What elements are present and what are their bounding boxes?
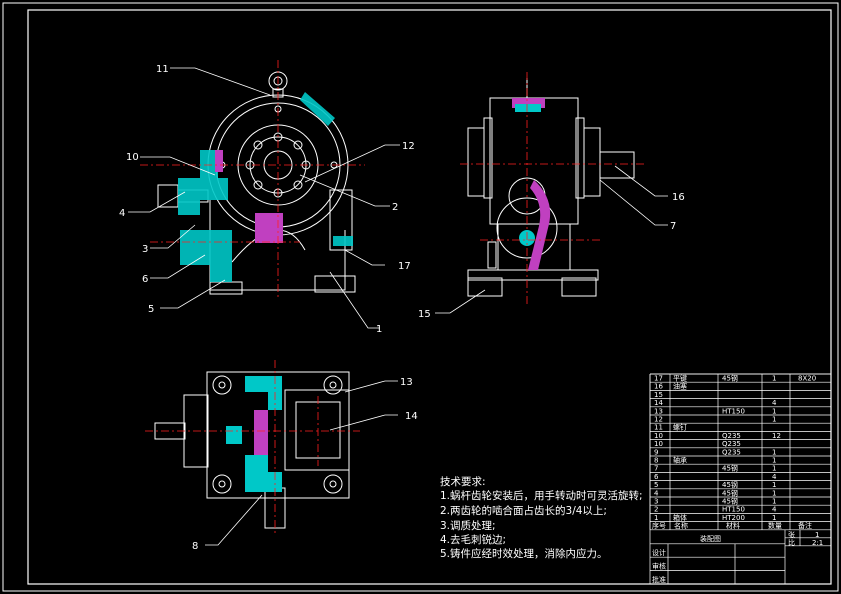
bom-material: 45钢 <box>722 488 738 497</box>
callout-17: 16 <box>672 192 685 203</box>
signoff-label: 审核 <box>652 562 666 571</box>
bom-material: 45钢 <box>722 374 738 383</box>
bom-qty: 1 <box>772 498 776 506</box>
bom-no: 4 <box>654 489 659 497</box>
callout-16: 17 <box>398 261 411 272</box>
bom-no: 16 <box>654 383 663 391</box>
leader-lines <box>128 67 668 546</box>
scale-value: 2:1 <box>812 539 823 547</box>
bom-no: 8 <box>654 457 658 465</box>
bom-qty: 1 <box>772 489 776 497</box>
signoff-label: 设计 <box>652 548 666 557</box>
inner-frame <box>27 9 832 585</box>
front-centerlines <box>140 60 365 300</box>
drawing-title: 装配图 <box>700 534 721 543</box>
bom-header-qty: 数量 <box>768 521 782 530</box>
side-centerlines <box>460 72 645 305</box>
bom-name: 轴承 <box>673 456 687 465</box>
bom-material: Q235 <box>722 448 741 456</box>
bom-header-note: 备注 <box>798 521 812 530</box>
bom-no: 10 <box>654 432 663 440</box>
bom-material: Q235 <box>722 440 741 448</box>
top-section <box>226 376 282 492</box>
bom-name: 油塞 <box>673 382 687 391</box>
bom-no: 1 <box>654 514 658 522</box>
bom-name: 螺钉 <box>673 423 687 432</box>
bom-no: 6 <box>654 473 659 481</box>
sheet-label: 张 <box>788 530 795 539</box>
bom-no: 11 <box>654 424 663 432</box>
callout-6: 6 <box>142 274 148 285</box>
front-section <box>178 92 353 282</box>
callout-13: 11 <box>156 64 169 75</box>
bom-header-name: 名称 <box>674 521 688 530</box>
bom-qty: 1 <box>772 375 776 383</box>
callout-1: 1 <box>376 324 382 335</box>
requirement-5: 5.铸件应经时效处理，消除内应力。 <box>440 548 608 560</box>
bom-no: 14 <box>654 399 663 407</box>
bom-no: 7 <box>654 465 658 473</box>
bom-qty: 1 <box>772 481 776 489</box>
callout-3: 3 <box>142 244 148 255</box>
signoff-label: 批准 <box>652 575 666 584</box>
callout-labels: 11 10 4 3 6 5 12 2 17 1 16 7 15 13 14 8 <box>119 64 685 552</box>
callout-5: 5 <box>148 304 154 315</box>
bom-qty: 1 <box>772 416 776 424</box>
bom-qty: 4 <box>772 506 777 514</box>
callout-7: 7 <box>670 221 676 232</box>
callout-4: 4 <box>119 208 125 219</box>
bom-no: 12 <box>654 416 663 424</box>
bom-qty: 4 <box>772 399 777 407</box>
bom-qty: 1 <box>772 407 776 415</box>
bom-no: 10 <box>654 440 663 448</box>
bom-no: 9 <box>654 448 658 456</box>
requirements-title: 技术要求: <box>440 476 486 488</box>
top-view <box>154 371 350 529</box>
bom-material: Q235 <box>722 432 741 440</box>
bom-header-material: 材料 <box>726 521 740 530</box>
bom-qty: 12 <box>772 432 781 440</box>
bom-material: 45钢 <box>722 497 738 506</box>
callout-12: 13 <box>400 377 413 388</box>
sheet-value: 1 <box>815 531 819 539</box>
bom-header-no: 序号 <box>652 521 666 530</box>
requirement-1: 1.蜗杆齿轮安装后，用手转动时可灵活旋转; <box>440 490 643 502</box>
bom-no: 5 <box>654 481 658 489</box>
requirement-3: 3.调质处理; <box>440 520 496 532</box>
bom-note: 8X20 <box>798 375 816 383</box>
bom-no: 3 <box>654 498 658 506</box>
bom-no: 15 <box>654 391 663 399</box>
bom-qty: 1 <box>772 514 776 522</box>
callout-14: 14 <box>405 411 418 422</box>
bom-no: 2 <box>654 506 658 514</box>
bom-material: HT200 <box>722 514 745 522</box>
side-view <box>467 78 635 297</box>
requirement-2: 2.两齿轮的啮合面占齿长的3/4以上; <box>440 505 607 517</box>
bom-qty: 1 <box>772 457 776 465</box>
callout-15: 15 <box>418 309 431 320</box>
bom-material: HT150 <box>722 506 745 514</box>
callout-10: 10 <box>126 152 139 163</box>
bom-qty: 4 <box>772 473 777 481</box>
callout-11: 12 <box>402 141 415 152</box>
side-section-cyan <box>515 104 541 246</box>
top-centerlines <box>145 360 360 535</box>
bom-qty: 1 <box>772 465 776 473</box>
bom-qty: 1 <box>772 448 776 456</box>
callout-2: 2 <box>392 202 398 213</box>
bom-material: HT150 <box>722 407 745 415</box>
bom-name: 箱体 <box>673 513 687 522</box>
scale-label: 比 <box>788 538 795 547</box>
bom-material: 45钢 <box>722 480 738 489</box>
top-part-magenta <box>254 410 268 455</box>
bom-no: 17 <box>654 375 663 383</box>
callout-8: 8 <box>192 541 198 552</box>
bom-name: 平键 <box>673 374 687 383</box>
bom-material: 45钢 <box>722 464 738 473</box>
requirement-4: 4.去毛刺锐边; <box>440 534 507 546</box>
bom-no: 13 <box>654 407 663 415</box>
